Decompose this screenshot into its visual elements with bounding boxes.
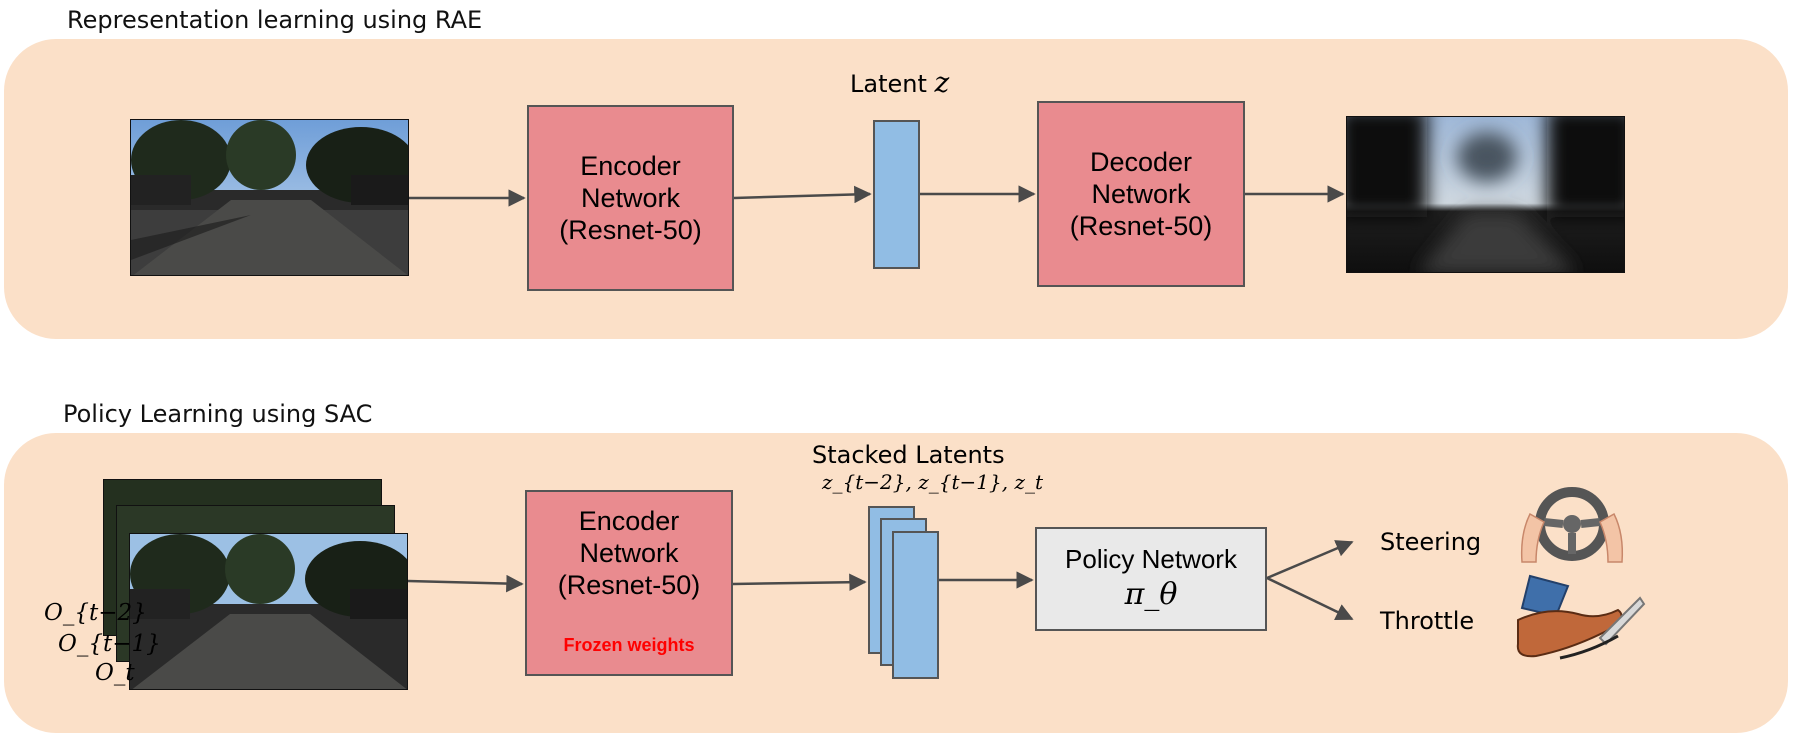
arrow-frames-to-encoder bbox=[407, 574, 524, 593]
latent-label: Latent z bbox=[850, 66, 949, 99]
obs-label-t-2: O_{t−2} bbox=[44, 600, 147, 626]
rae-section-title: Representation learning using RAE bbox=[67, 6, 483, 34]
obs-label-t-1: O_{t−1} bbox=[58, 631, 161, 657]
arrow-policy-to-steering bbox=[1266, 540, 1354, 580]
latent-symbol: z bbox=[934, 66, 950, 99]
rae-encoder-line-3: (Resnet-50) bbox=[559, 215, 702, 245]
stacked-latents-symbols: z_{t−2}, z_{t−1}, z_t bbox=[822, 470, 1044, 494]
sac-encoder-line-3: (Resnet-50) bbox=[557, 570, 701, 600]
rae-encoder-line-1: Encoder bbox=[580, 151, 681, 181]
steering-label: Steering bbox=[1380, 528, 1482, 556]
arrow-encoder-to-stacked bbox=[732, 573, 867, 591]
latent-label-text: Latent bbox=[850, 70, 927, 98]
policy-network-box: Policy Network π_θ bbox=[1035, 527, 1267, 631]
rae-encoder-box: Encoder Network (Resnet-50) bbox=[527, 105, 734, 291]
sac-encoder-line-2: Network bbox=[579, 538, 679, 568]
policy-network-label: Policy Network bbox=[1065, 544, 1237, 574]
throttle-label: Throttle bbox=[1380, 607, 1475, 635]
rae-decoder-box: Decoder Network (Resnet-50) bbox=[1037, 101, 1245, 287]
stacked-latents-label: Stacked Latents bbox=[812, 441, 1005, 469]
sac-section-title: Policy Learning using SAC bbox=[63, 400, 373, 428]
sac-encoder-line-1: Encoder bbox=[578, 506, 680, 536]
rae-input-image bbox=[130, 119, 409, 276]
stacked-latent-3 bbox=[892, 531, 939, 679]
rae-encoder-line-2: Network bbox=[580, 183, 681, 213]
rae-decoder-line-1: Decoder bbox=[1089, 147, 1193, 177]
sac-encoder-box: Encoder Network (Resnet-50) Frozen weigh… bbox=[525, 490, 733, 676]
throttle-pedal-icon bbox=[1516, 574, 1646, 660]
rae-decoder-line-2: Network bbox=[1091, 179, 1191, 209]
rae-latent-vector bbox=[873, 120, 920, 269]
obs-frame-t bbox=[129, 533, 408, 690]
policy-symbol: π_θ bbox=[1124, 577, 1178, 612]
frozen-weights-label: Frozen weights bbox=[563, 635, 695, 655]
blurred-scene-image bbox=[1347, 117, 1624, 272]
street-scene-image bbox=[131, 120, 408, 275]
rae-reconstruction-image bbox=[1346, 116, 1625, 273]
arrow-encoder-to-latent bbox=[733, 185, 872, 204]
obs-label-t: O_t bbox=[95, 660, 135, 686]
street-scene-image bbox=[130, 534, 407, 689]
steering-wheel-icon bbox=[1520, 487, 1624, 563]
rae-decoder-line-3: (Resnet-50) bbox=[1069, 211, 1213, 241]
arrow-policy-to-throttle bbox=[1266, 576, 1354, 621]
